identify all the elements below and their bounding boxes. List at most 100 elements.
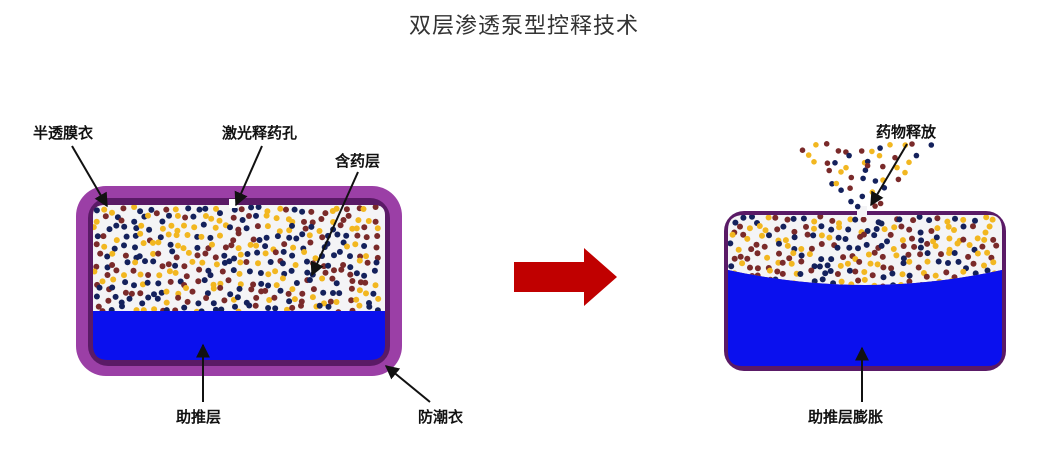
drug-particle [822, 270, 829, 277]
drug-particle [826, 234, 833, 241]
drug-particle [276, 228, 283, 235]
drug-particle [990, 236, 997, 243]
drug-particle [335, 309, 342, 311]
drug-particle [983, 215, 990, 221]
drug-particle [146, 226, 153, 233]
drug-particle [195, 278, 202, 285]
drug-particle [965, 253, 972, 260]
drug-particle [816, 263, 823, 270]
drug-particle [333, 280, 340, 287]
drug-particle [749, 215, 755, 220]
released-particle [846, 152, 852, 159]
drug-particle [286, 234, 293, 241]
drug-particle [128, 290, 135, 297]
drug-particle [163, 307, 170, 311]
drug-particle [212, 224, 219, 231]
drug-particle [374, 254, 381, 261]
drug-particle [800, 215, 807, 222]
drug-particle [989, 216, 996, 223]
drug-particle [761, 243, 768, 250]
drug-particle [174, 212, 181, 219]
drug-particle [990, 259, 997, 266]
drug-particle [163, 288, 170, 295]
drug-particle [137, 208, 144, 215]
drug-particle [865, 251, 872, 258]
drug-particle [236, 270, 243, 277]
drug-particle [302, 225, 309, 232]
drug-particle [928, 228, 935, 234]
released-particle [869, 148, 875, 155]
drug-particle [791, 228, 798, 235]
drug-particle [873, 226, 880, 232]
drug-particle [306, 277, 313, 283]
released-particle [872, 178, 879, 184]
drug-particle [244, 251, 251, 257]
drug-particle [121, 223, 128, 230]
drug-particle [363, 290, 369, 297]
released-particle [823, 141, 830, 147]
drug-particle [356, 302, 363, 309]
drug-particle [775, 259, 782, 266]
drug-particle [145, 272, 152, 278]
drug-particle [970, 223, 976, 230]
drug-particle [353, 270, 360, 277]
push-layer-shape [93, 311, 385, 360]
drug-particle [97, 250, 104, 257]
drug-particle [334, 231, 341, 238]
drug-particle [145, 294, 152, 301]
drug-particle [353, 225, 360, 232]
drug-particle [298, 302, 304, 309]
drug-particle [154, 295, 161, 302]
drug-particle [993, 242, 1000, 249]
drug-particle [93, 207, 100, 214]
drug-particle [371, 267, 378, 274]
drug-particle [264, 223, 271, 230]
released-particle [859, 193, 866, 200]
drug-particle [99, 308, 106, 311]
drug-particle [289, 304, 296, 311]
drug-particle [788, 260, 795, 267]
drug-particle [938, 251, 944, 258]
drug-particle [972, 270, 979, 277]
drug-particle [352, 241, 359, 248]
drug-particle [139, 281, 146, 288]
released-particle [832, 160, 838, 166]
drug-particle [818, 232, 825, 239]
drug-particle [159, 218, 166, 225]
drug-particle [291, 206, 298, 213]
drug-particle [888, 265, 895, 272]
drug-particle [824, 262, 831, 269]
drug-particle [200, 221, 207, 228]
drug-particle [322, 269, 329, 276]
drug-particle [104, 253, 111, 260]
released-particle [913, 152, 920, 159]
drug-particle [960, 268, 967, 275]
drug-particle [898, 223, 905, 230]
drug-particle [293, 280, 300, 286]
drug-particle [981, 262, 987, 269]
drug-particle [111, 245, 118, 252]
drug-particle [301, 249, 308, 255]
drug-particle [766, 232, 772, 239]
label-semipermeable-membrane: 半透膜衣 [33, 124, 93, 142]
drug-particle [167, 241, 174, 248]
drug-particle [184, 298, 191, 305]
drug-particle [196, 206, 203, 213]
drug-particle [222, 244, 229, 251]
drug-particle [110, 276, 117, 283]
drug-particle [159, 263, 166, 270]
drug-particle [181, 263, 188, 270]
drug-particle [740, 215, 747, 221]
membrane-pointer [71, 145, 108, 208]
drug-particle [325, 303, 332, 310]
drug-particle [732, 219, 739, 226]
drug-particle [236, 285, 243, 292]
drug-particle [811, 278, 818, 285]
drug-particle [217, 284, 224, 291]
drug-particle [155, 250, 162, 257]
drug-particle [157, 234, 164, 241]
drug-particle [887, 231, 894, 238]
drug-particle [281, 270, 288, 277]
drug-particle [126, 295, 133, 302]
drug-particle [347, 253, 353, 260]
